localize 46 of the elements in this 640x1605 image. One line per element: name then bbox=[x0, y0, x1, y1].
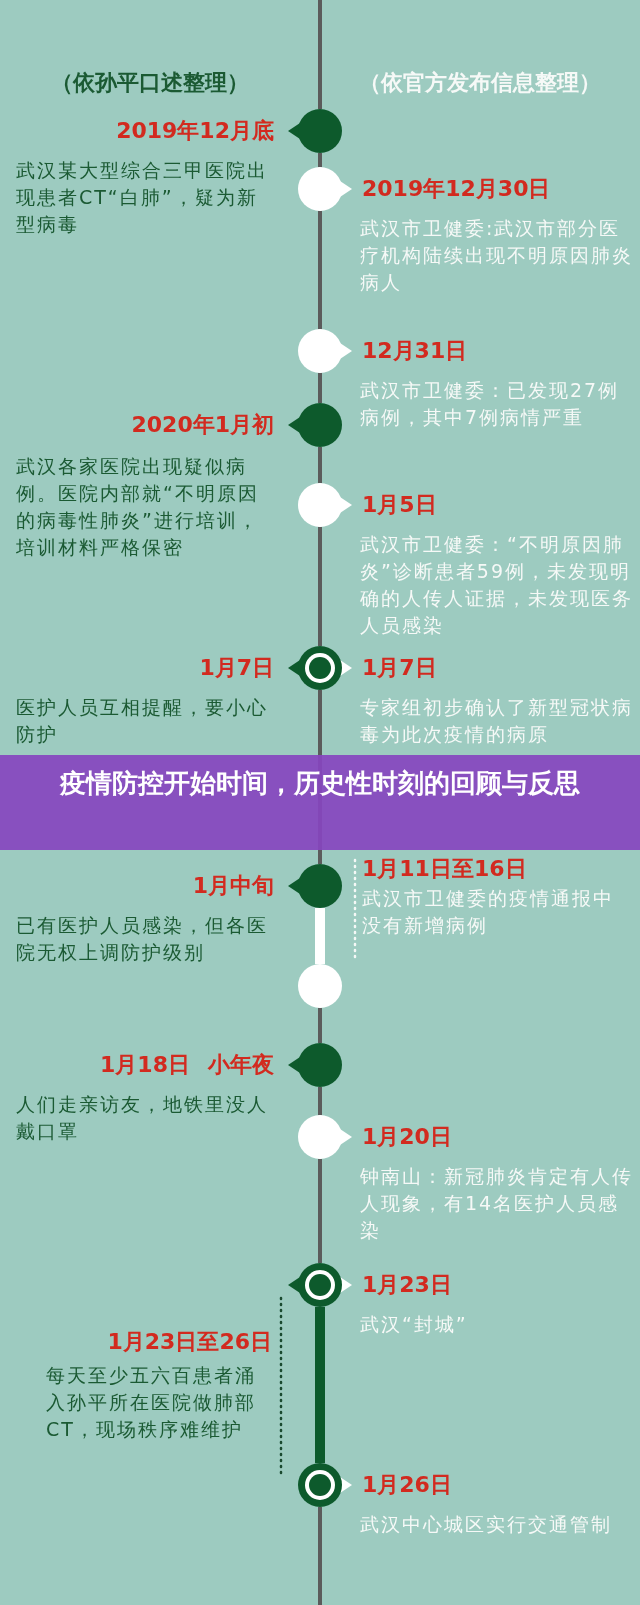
event-description: 专家组初步确认了新型冠状病毒为此次疫情的病原 bbox=[360, 695, 634, 747]
timeline-line bbox=[318, 1507, 322, 1605]
timeline-line bbox=[318, 373, 322, 403]
event-description: 武汉市卫健委的疫情通报中没有新增病例 bbox=[362, 886, 615, 938]
date-label: 1月20日 bbox=[362, 1123, 452, 1151]
title: 疫情防控开始时间，历史性时刻的回顾与反思 bbox=[59, 767, 581, 800]
timeline-marker bbox=[286, 1263, 354, 1307]
event-description: 武汉各家医院出现疑似病例。医院内部就“不明原因的病毒性肺炎”进行培训，培训材料严格保密 bbox=[16, 454, 260, 560]
timeline-marker bbox=[286, 646, 354, 690]
column-heading: （依官方发布信息整理） bbox=[358, 69, 602, 97]
date-label: 小年夜 bbox=[208, 1051, 274, 1079]
date-label: 1月18日 bbox=[100, 1051, 190, 1079]
timeline-line bbox=[318, 527, 322, 646]
timeline-line bbox=[318, 153, 322, 167]
timeline-line bbox=[318, 1087, 322, 1115]
date-label: 2020年1月初 bbox=[131, 411, 274, 439]
event-description: 武汉市卫健委：已发现27例病例，其中7例病情严重 bbox=[360, 378, 621, 430]
timeline-line bbox=[315, 1307, 325, 1463]
event-description: 已有医护人员感染，但各医院无权上调防护级别 bbox=[16, 913, 269, 965]
event-description: 医护人员互相提醒，要小心防护 bbox=[16, 695, 269, 747]
date-label: 1月11日至16日 bbox=[362, 855, 527, 883]
date-label: 1月中旬 bbox=[192, 872, 274, 900]
date-label: 1月7日 bbox=[362, 654, 437, 682]
event-description: 武汉“封城” bbox=[360, 1312, 469, 1337]
event-description: 武汉市卫健委:武汉市部分医疗机构陆续出现不明原因肺炎病人 bbox=[360, 216, 634, 295]
date-label: 12月31日 bbox=[362, 337, 468, 365]
date-label: 2019年12月30日 bbox=[362, 175, 551, 203]
timeline-line bbox=[318, 447, 322, 483]
event-description: 钟南山：新冠肺炎肯定有人传人现象，有14名医护人员感染 bbox=[360, 1164, 634, 1243]
event-description: 每天至少五六百患者涌入孙平所在医院做肺部CT，现场秩序难维护 bbox=[46, 1363, 257, 1442]
timeline-line bbox=[318, 1159, 322, 1263]
date-label: 1月23日至26日 bbox=[107, 1328, 272, 1356]
event-description: 武汉中心城区实行交通管制 bbox=[360, 1512, 613, 1537]
event-description: 人们走亲访友，地铁里没人戴口罩 bbox=[16, 1092, 269, 1144]
date-label: 1月7日 bbox=[199, 654, 274, 682]
column-heading: （依孙平口述整理） bbox=[50, 69, 250, 97]
timeline-line bbox=[315, 908, 325, 964]
timeline-line bbox=[318, 211, 322, 329]
event-description: 武汉市卫健委：“不明原因肺炎”诊断患者59例，未发现明确的人传人证据，未发现医务人员感染 bbox=[360, 532, 634, 638]
date-label: 1月5日 bbox=[362, 491, 437, 519]
event-description: 武汉某大型综合三甲医院出现患者CT“白肺”，疑为新型病毒 bbox=[16, 158, 269, 237]
timeline-line bbox=[318, 0, 322, 109]
date-label: 2019年12月底 bbox=[116, 117, 274, 145]
date-label: 1月23日 bbox=[362, 1271, 452, 1299]
timeline-line bbox=[318, 1008, 322, 1043]
date-label: 1月26日 bbox=[362, 1471, 452, 1499]
